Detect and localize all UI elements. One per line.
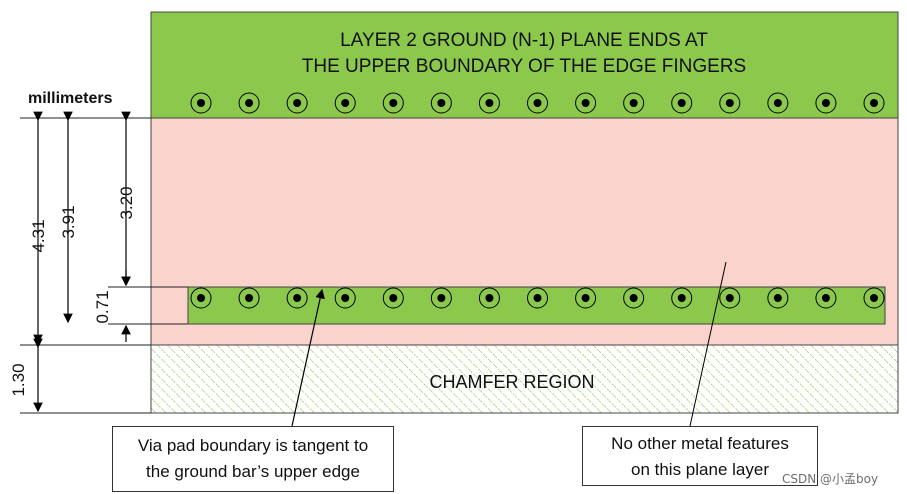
note-left-line1: Via pad boundary is tangent to [137,436,369,455]
via-hole [197,294,205,302]
units-label: millimeters [28,90,113,107]
plane-title-line1: LAYER 2 GROUND (N-1) PLANE ENDS AT [340,30,708,51]
dim-071-label: 0.71 [93,290,112,323]
via [863,92,885,114]
via [719,92,741,114]
via [286,92,308,114]
via-hole [341,294,350,302]
dimension-arrows [33,111,131,413]
via-hole [245,99,254,107]
via-hole [197,99,205,107]
via [382,92,404,114]
via-hole [870,99,878,107]
via [527,92,548,114]
via [190,287,212,309]
via-hole [341,99,350,107]
note-right-line2: on this plane layer [631,460,769,479]
note-via-pad-tangent: Via pad boundary is tangent to the groun… [112,426,394,492]
via-hole [293,99,302,107]
via [767,92,789,114]
via [382,287,404,309]
via [238,92,260,114]
via-hole [389,294,398,302]
dim-130-label: 1.30 [9,363,28,396]
via [334,287,356,309]
via [478,287,500,309]
chamfer-label: CHAMFER REGION [429,372,594,392]
via [478,92,500,114]
via [286,287,308,309]
watermark: CSDN @小孟boy [782,472,879,486]
via-hole [485,294,494,302]
via-hole [725,99,734,107]
via [430,287,452,309]
via-hole [677,294,686,302]
via [575,92,597,114]
plane-title-line2: THE UPPER BOUNDARY OF THE EDGE FINGERS [302,56,746,77]
via [719,287,741,309]
via-hole [293,294,302,302]
via [815,92,837,114]
ground-bar-via-row [190,287,885,309]
via-hole [533,99,542,107]
note-no-other-metal: No other metal features on this plane la… [582,426,818,486]
via [190,92,212,114]
via [671,92,693,114]
dim-391-label: 3.91 [59,205,78,238]
via [623,287,645,309]
via [623,92,645,114]
via [238,287,260,309]
via [863,287,885,309]
via [575,287,597,309]
top-via-row [190,92,885,114]
right-note-leader [689,261,727,427]
via-hole [245,294,254,302]
via [334,92,356,114]
via-hole [821,99,830,107]
note-left-line2: the ground bar’s upper edge [146,462,360,481]
via-hole [773,294,782,302]
via-hole [677,99,686,107]
dim-320-label: 3.20 [117,186,136,219]
via-hole [773,99,782,107]
via-hole [629,99,638,107]
via-hole [389,99,398,107]
dim-431-label: 4.31 [29,219,48,252]
via-hole [629,294,638,302]
via [527,287,548,309]
via-hole [533,294,542,302]
left-note-leader [291,288,325,427]
via-hole [581,99,590,107]
via-hole [870,294,878,302]
via [671,287,693,309]
note-right-line1: No other metal features [611,434,789,453]
via-hole [581,294,590,302]
via-hole [437,294,446,302]
via-hole [821,294,830,302]
via [430,92,452,114]
via [815,287,837,309]
via [767,287,789,309]
via-hole [725,294,734,302]
via-hole [485,99,494,107]
chamfer-region [150,344,899,414]
via-hole [437,99,446,107]
